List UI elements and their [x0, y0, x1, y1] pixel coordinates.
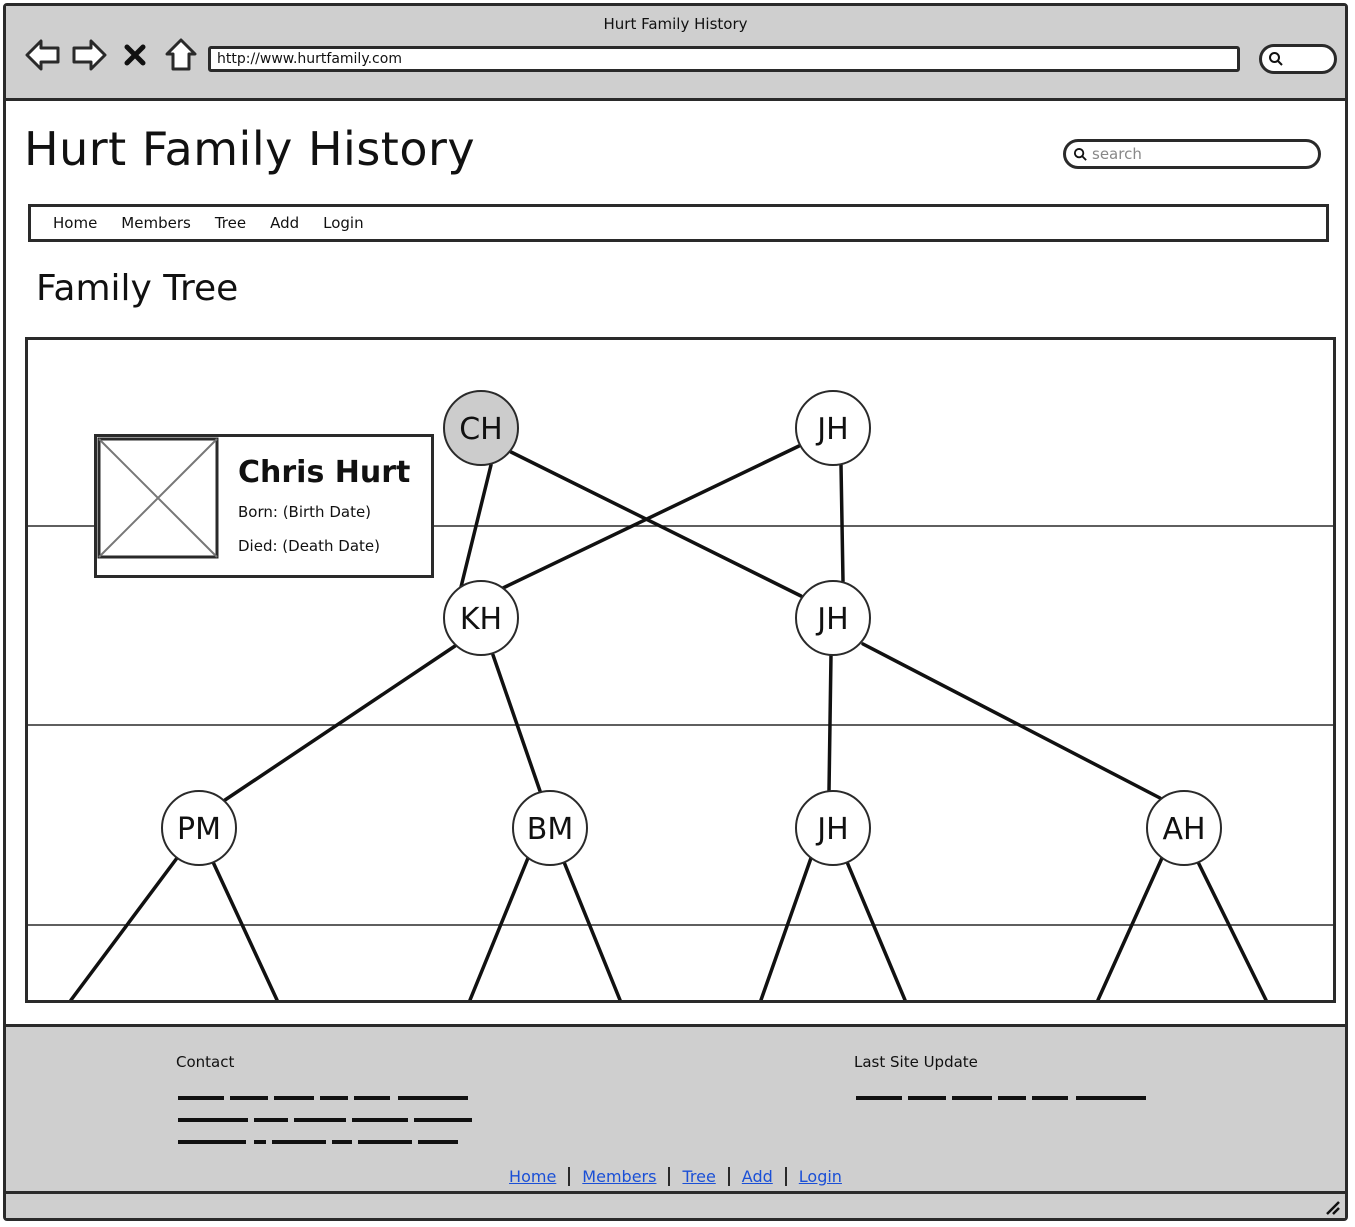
tree-node-label: JH [815, 412, 848, 447]
site-title: Hurt Family History [24, 122, 476, 176]
tree-connector [211, 860, 279, 1000]
tree-node-label: PM [177, 812, 221, 847]
footer-link-tree[interactable]: Tree [668, 1167, 727, 1186]
tree-connector [468, 856, 530, 1000]
tree-connector [491, 653, 542, 793]
tree-connector [845, 860, 907, 1000]
family-tree-canvas: CH JH KH JH PM BM JH AH [28, 390, 1333, 1000]
tree-connector [1196, 860, 1268, 1000]
tree-connector [509, 450, 803, 598]
nav-item-members[interactable]: Members [121, 214, 191, 232]
browser-nav-icons [24, 36, 200, 74]
tree-node-jh[interactable]: JH [795, 790, 871, 866]
site-search[interactable] [1063, 139, 1321, 169]
footer-contact-heading: Contact [176, 1053, 235, 1071]
person-born: Born: (Birth Date) [238, 503, 372, 521]
tree-node-pm[interactable]: PM [161, 790, 237, 866]
resize-grip-icon[interactable] [1323, 1198, 1341, 1216]
tree-connector [223, 644, 457, 802]
placeholder-text-line [178, 1118, 480, 1122]
browser-chrome: Hurt Family History http://www.hurtfamil… [6, 6, 1345, 101]
tree-node-bm[interactable]: BM [512, 790, 588, 866]
tree-node-kh[interactable]: KH [443, 580, 519, 656]
footer-last-update-heading: Last Site Update [854, 1053, 978, 1071]
footer-link-add[interactable]: Add [727, 1167, 785, 1186]
home-icon[interactable] [162, 36, 200, 74]
tree-connector [562, 860, 622, 1000]
person-card: Chris Hurt Born: (Birth Date) Died: (Dea… [94, 434, 434, 578]
back-arrow-icon[interactable] [24, 36, 62, 74]
stop-icon[interactable] [116, 36, 154, 74]
tree-connector [501, 444, 801, 590]
nav-item-home[interactable]: Home [53, 214, 98, 232]
window-title: Hurt Family History [603, 15, 748, 33]
footer: Contact Last Site Update Home Members Tr… [6, 1024, 1345, 1194]
footer-link-home[interactable]: Home [509, 1167, 557, 1186]
nav-item-add[interactable]: Add [270, 214, 300, 232]
search-input[interactable] [1092, 144, 1312, 164]
tree-node-jh[interactable]: JH [795, 390, 871, 466]
tree-node-ch[interactable]: CH [443, 390, 519, 466]
tree-connector [839, 463, 845, 583]
tree-connector [1096, 856, 1164, 1000]
placeholder-text-line [178, 1140, 468, 1144]
image-placeholder-icon [97, 437, 219, 559]
footer-links: Home Members Tree Add Login [6, 1167, 1345, 1186]
placeholder-text-line [856, 1096, 1176, 1100]
nav-item-tree[interactable]: Tree [214, 214, 247, 232]
page-heading: Family Tree [36, 268, 239, 309]
forward-arrow-icon[interactable] [70, 36, 108, 74]
footer-link-login[interactable]: Login [784, 1167, 854, 1186]
browser-window: Hurt Family History http://www.hurtfamil… [3, 3, 1348, 1221]
tree-node-label: JH [815, 812, 848, 847]
tree-connector [69, 856, 179, 1000]
status-bar [6, 1191, 1345, 1218]
search-icon [1269, 52, 1283, 66]
tree-node-label: CH [459, 412, 503, 447]
person-name: Chris Hurt [238, 455, 411, 490]
tree-node-jh[interactable]: JH [795, 580, 871, 656]
footer-link-members[interactable]: Members [568, 1167, 668, 1186]
tree-node-ah[interactable]: AH [1146, 790, 1222, 866]
family-tree-panel: CH JH KH JH PM BM JH AH Chris Hurt Born: (Birth… [25, 337, 1336, 1003]
tree-node-label: JH [815, 602, 848, 637]
search-icon [1073, 147, 1087, 161]
placeholder-text-line [178, 1096, 498, 1100]
main-nav: Home Members Tree Add Login [28, 204, 1329, 242]
person-died: Died: (Death Date) [238, 537, 380, 555]
url-bar[interactable]: http://www.hurtfamily.com [208, 46, 1240, 72]
tree-node-label: KH [460, 602, 502, 637]
tree-connector [459, 463, 493, 589]
tree-node-label: AH [1162, 812, 1205, 847]
tree-connector [759, 856, 813, 1000]
browser-search-field[interactable] [1259, 44, 1337, 74]
tree-connector [827, 653, 833, 793]
nav-item-login[interactable]: Login [323, 214, 364, 232]
tree-connector [861, 642, 1162, 800]
tree-node-label: BM [527, 812, 573, 847]
